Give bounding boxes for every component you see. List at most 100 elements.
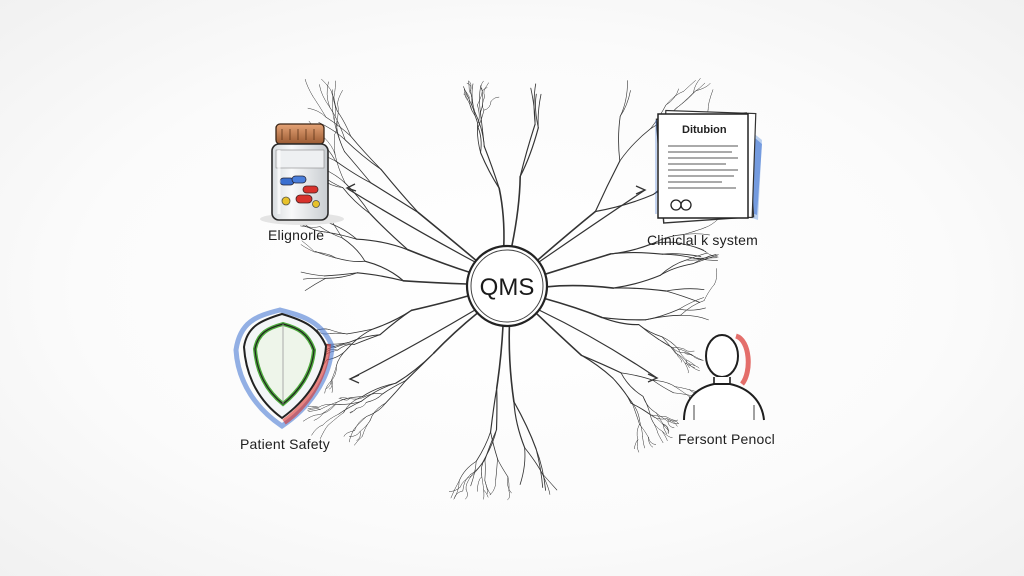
branch-stroke-380 — [665, 416, 679, 421]
branch-stroke-285 — [693, 82, 706, 93]
branch-stroke-207 — [678, 297, 705, 310]
center-node[interactable]: QMS — [465, 244, 549, 328]
branch-stroke-362 — [673, 392, 694, 397]
branch-stroke-241 — [350, 135, 382, 170]
branch-stroke-297 — [356, 402, 367, 409]
branch-stroke-209 — [680, 314, 709, 321]
branch-stroke-129 — [379, 309, 412, 336]
branch-stroke-198 — [610, 252, 664, 255]
branch-stroke-227 — [684, 362, 689, 374]
branch-stroke-264 — [335, 160, 372, 184]
branch-stroke-334 — [308, 409, 321, 412]
branch-stroke-154 — [369, 213, 409, 251]
branch-stroke-73 — [507, 476, 512, 494]
branch-stroke-230 — [688, 363, 700, 372]
branch-stroke-255 — [370, 182, 419, 214]
branch-stroke-201 — [694, 257, 718, 259]
branch-stroke-281 — [619, 90, 631, 117]
branch-stroke-299 — [349, 408, 357, 413]
branch-stroke-303 — [339, 398, 350, 401]
branch-stroke-9 — [480, 152, 500, 189]
branch-stroke-120 — [326, 378, 333, 389]
branch-stroke-236 — [678, 348, 687, 361]
branch-stroke-18 — [477, 90, 483, 106]
branch-stroke-337 — [535, 312, 583, 357]
branch-stroke-41 — [508, 325, 515, 403]
branch-stroke-293 — [433, 312, 479, 354]
branch-stroke-130 — [348, 334, 381, 343]
branch-stroke-211 — [703, 283, 715, 301]
branch-stroke-36 — [535, 93, 539, 129]
branch-stroke-117 — [347, 328, 374, 349]
branch-stroke-220 — [684, 352, 693, 356]
branch-stroke-374 — [631, 401, 640, 422]
arrow-head-bottom-left — [348, 374, 360, 384]
document-icon: Ditubion — [655, 109, 762, 224]
branch-stroke-192 — [705, 219, 719, 228]
branch-stroke-298 — [349, 408, 357, 414]
branch-stroke-269 — [536, 210, 597, 261]
branch-stroke-27 — [471, 110, 479, 128]
branch-stroke-28 — [468, 97, 473, 112]
branch-stroke-78 — [475, 431, 492, 462]
branch-stroke-56 — [459, 475, 472, 488]
branch-stroke-355 — [674, 386, 690, 397]
branch-stroke-304 — [384, 380, 406, 404]
branch-stroke-76 — [495, 458, 498, 481]
branch-stroke-208 — [645, 314, 681, 321]
branch-stroke-96 — [341, 237, 366, 262]
branch-stroke-320 — [302, 414, 318, 422]
branch-stroke-52 — [484, 429, 497, 461]
branch-stroke-68 — [483, 489, 485, 500]
branch-stroke-33 — [463, 93, 469, 101]
branch-stroke-365 — [580, 354, 614, 379]
branch-stroke-106 — [410, 295, 469, 312]
document-title: Ditubion — [682, 124, 727, 136]
person-icon — [683, 333, 765, 421]
branch-stroke-279 — [618, 115, 621, 162]
branch-stroke-346 — [642, 396, 657, 414]
branch-stroke-122 — [330, 365, 337, 382]
branch-stroke-37 — [537, 93, 542, 129]
branch-stroke-20 — [482, 82, 489, 91]
branch-stroke-177 — [546, 284, 614, 289]
branch-stroke-381 — [630, 402, 651, 416]
branch-stroke-67 — [483, 489, 489, 498]
branch-stroke-329 — [327, 412, 344, 426]
branch-stroke-388 — [347, 188, 476, 263]
branch-stroke-35 — [519, 127, 539, 178]
branch-stroke-95 — [301, 240, 316, 253]
patient-safety-label: Patient Safety — [240, 436, 330, 452]
branch-stroke-105 — [300, 225, 321, 228]
branch-stroke-118 — [336, 348, 348, 366]
branch-stroke-218 — [672, 347, 685, 354]
branch-stroke-112 — [328, 329, 348, 335]
branch-stroke-61 — [484, 429, 497, 458]
branch-stroke-66 — [481, 476, 484, 491]
branch-stroke-288 — [695, 83, 711, 92]
branch-stroke-345 — [661, 430, 668, 441]
branch-stroke-375 — [639, 420, 643, 437]
branch-stroke-245 — [304, 79, 313, 97]
branch-stroke-171 — [356, 238, 409, 251]
shield-icon — [233, 307, 335, 430]
branch-stroke-93 — [314, 251, 336, 259]
branch-stroke-47 — [513, 401, 537, 450]
branch-stroke-204 — [601, 316, 647, 321]
clinical-system-label: Cliniclal k system — [647, 232, 758, 248]
branch-stroke-371 — [639, 423, 649, 438]
branch-stroke-308 — [353, 416, 367, 430]
branch-stroke-200 — [662, 253, 696, 259]
branch-stroke-147 — [334, 343, 355, 348]
branch-stroke-370 — [636, 439, 640, 453]
branch-stroke-203 — [544, 297, 603, 319]
branch-stroke-83 — [402, 280, 468, 285]
branch-stroke-123 — [324, 381, 332, 394]
branch-stroke-216 — [672, 347, 685, 350]
branch-stroke-196 — [683, 243, 704, 251]
branch-stroke-240 — [380, 168, 419, 214]
branch-stroke-217 — [684, 348, 695, 352]
branch-stroke-58 — [484, 459, 486, 481]
arrow-heads — [345, 183, 659, 384]
